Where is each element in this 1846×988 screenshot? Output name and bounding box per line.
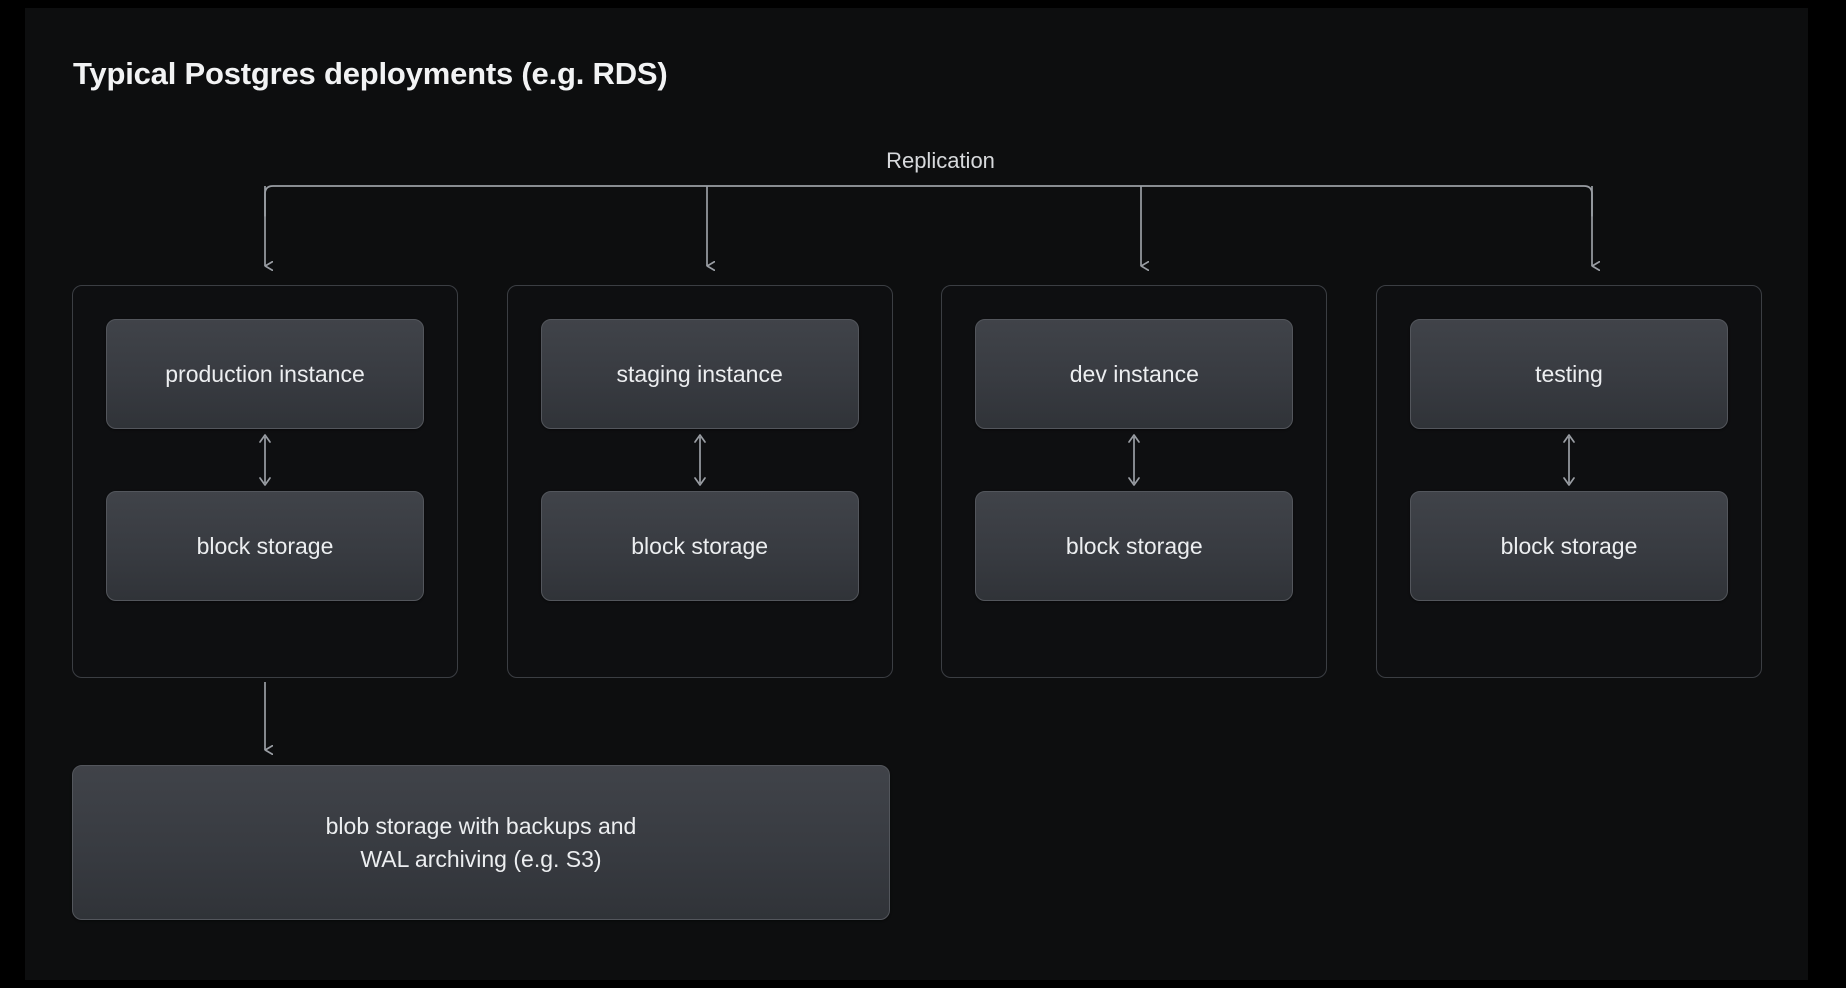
node-label: block storage <box>1500 532 1638 559</box>
replication-bus-line <box>264 185 1593 217</box>
node-label: block storage <box>631 532 769 559</box>
node-testing-block-storage[interactable]: block storage <box>1409 491 1728 601</box>
connector-staging <box>508 429 892 491</box>
connector-dev <box>942 429 1326 491</box>
panel-production[interactable]: production instance block storage <box>72 285 458 678</box>
blob-storage-line-2: WAL archiving (e.g. S3) <box>360 845 602 872</box>
node-label: block storage <box>196 532 334 559</box>
node-staging-block-storage[interactable]: block storage <box>540 491 859 601</box>
node-blob-storage[interactable]: blob storage with backups and WAL archiv… <box>72 765 890 920</box>
node-label: block storage <box>1065 532 1203 559</box>
replication-label-text: Replication <box>886 148 995 173</box>
double-arrow-icon <box>1128 434 1141 486</box>
node-dev-block-storage[interactable]: block storage <box>975 491 1294 601</box>
panel-staging[interactable]: staging instance block storage <box>506 285 893 678</box>
node-label: production instance <box>165 360 365 387</box>
double-arrow-icon <box>259 434 271 486</box>
node-production-block-storage[interactable]: block storage <box>106 491 424 601</box>
double-arrow-icon <box>1563 434 1575 486</box>
connector-production <box>73 429 457 491</box>
panel-dev[interactable]: dev instance block storage <box>941 285 1328 678</box>
double-arrow-icon <box>693 434 706 486</box>
node-label: staging instance <box>616 360 783 387</box>
page-title: Typical Postgres deployments (e.g. RDS) <box>73 56 668 91</box>
node-label: testing <box>1535 360 1603 387</box>
node-production-instance[interactable]: production instance <box>106 319 424 429</box>
blob-storage-label: blob storage with backups and WAL archiv… <box>326 810 637 875</box>
environment-panels: production instance block storage stagin… <box>72 285 1762 678</box>
replication-label: Replication <box>25 148 1808 174</box>
panel-testing[interactable]: testing block storage <box>1375 285 1762 678</box>
node-label: dev instance <box>1069 360 1199 387</box>
blob-storage-line-1: blob storage with backups and <box>325 812 637 839</box>
node-dev-instance[interactable]: dev instance <box>975 319 1294 429</box>
node-testing-instance[interactable]: testing <box>1409 319 1728 429</box>
diagram-canvas: Typical Postgres deployments (e.g. RDS) … <box>25 8 1808 980</box>
node-staging-instance[interactable]: staging instance <box>540 319 859 429</box>
connector-testing <box>1377 429 1761 491</box>
